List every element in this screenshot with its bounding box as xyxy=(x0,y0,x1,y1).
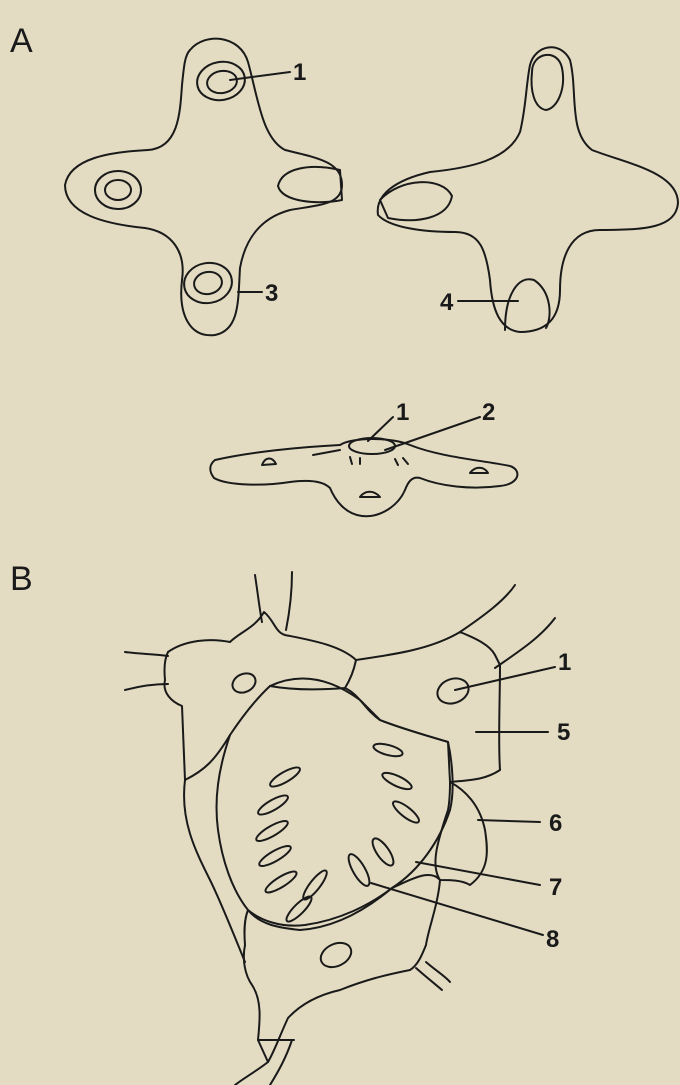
sieve-slit xyxy=(300,868,330,903)
sieve-slit xyxy=(254,818,290,845)
upper-right-pore xyxy=(434,674,472,707)
sieve-slit xyxy=(372,741,404,758)
label-4: 4 xyxy=(440,289,454,316)
lateral-view-element xyxy=(210,438,517,516)
bottom-pore-inner xyxy=(192,270,223,297)
label-1-top: 1 xyxy=(293,59,306,86)
label-6: 6 xyxy=(549,810,562,837)
label-8: 8 xyxy=(546,926,559,953)
panel-label-b: B xyxy=(10,560,33,598)
right-lobe-mark xyxy=(278,167,342,202)
sieve-slit xyxy=(263,868,299,896)
label-5: 5 xyxy=(557,719,570,746)
label-7: 7 xyxy=(549,874,562,901)
top-lobe-mark xyxy=(532,55,564,110)
foramen-ring-inner xyxy=(205,69,238,96)
sieve-slit xyxy=(345,851,373,888)
sieve-slit xyxy=(256,792,290,818)
left-pore-outer xyxy=(95,171,141,209)
sieve-slit xyxy=(369,835,397,868)
sieve-slit xyxy=(257,843,293,870)
bottom-lobe-mark xyxy=(505,279,550,330)
foramen-ring-outer xyxy=(194,58,248,104)
sieve-slit xyxy=(390,798,421,826)
label-1-lateral: 1 xyxy=(396,399,409,426)
top-opening xyxy=(349,438,395,454)
sieve-slit xyxy=(380,770,413,793)
label-3: 3 xyxy=(265,280,278,307)
sieve-slit xyxy=(268,764,302,790)
basal-pore xyxy=(317,938,355,971)
plate-diagram xyxy=(125,572,555,1085)
left-pore-inner xyxy=(105,180,131,200)
label-1-plate: 1 xyxy=(558,649,571,676)
bottom-pore-outer xyxy=(181,259,235,307)
panel-label-a: A xyxy=(10,22,33,60)
cross-element-right xyxy=(378,47,678,332)
label-2: 2 xyxy=(482,399,495,426)
upper-left-pore xyxy=(229,670,258,696)
